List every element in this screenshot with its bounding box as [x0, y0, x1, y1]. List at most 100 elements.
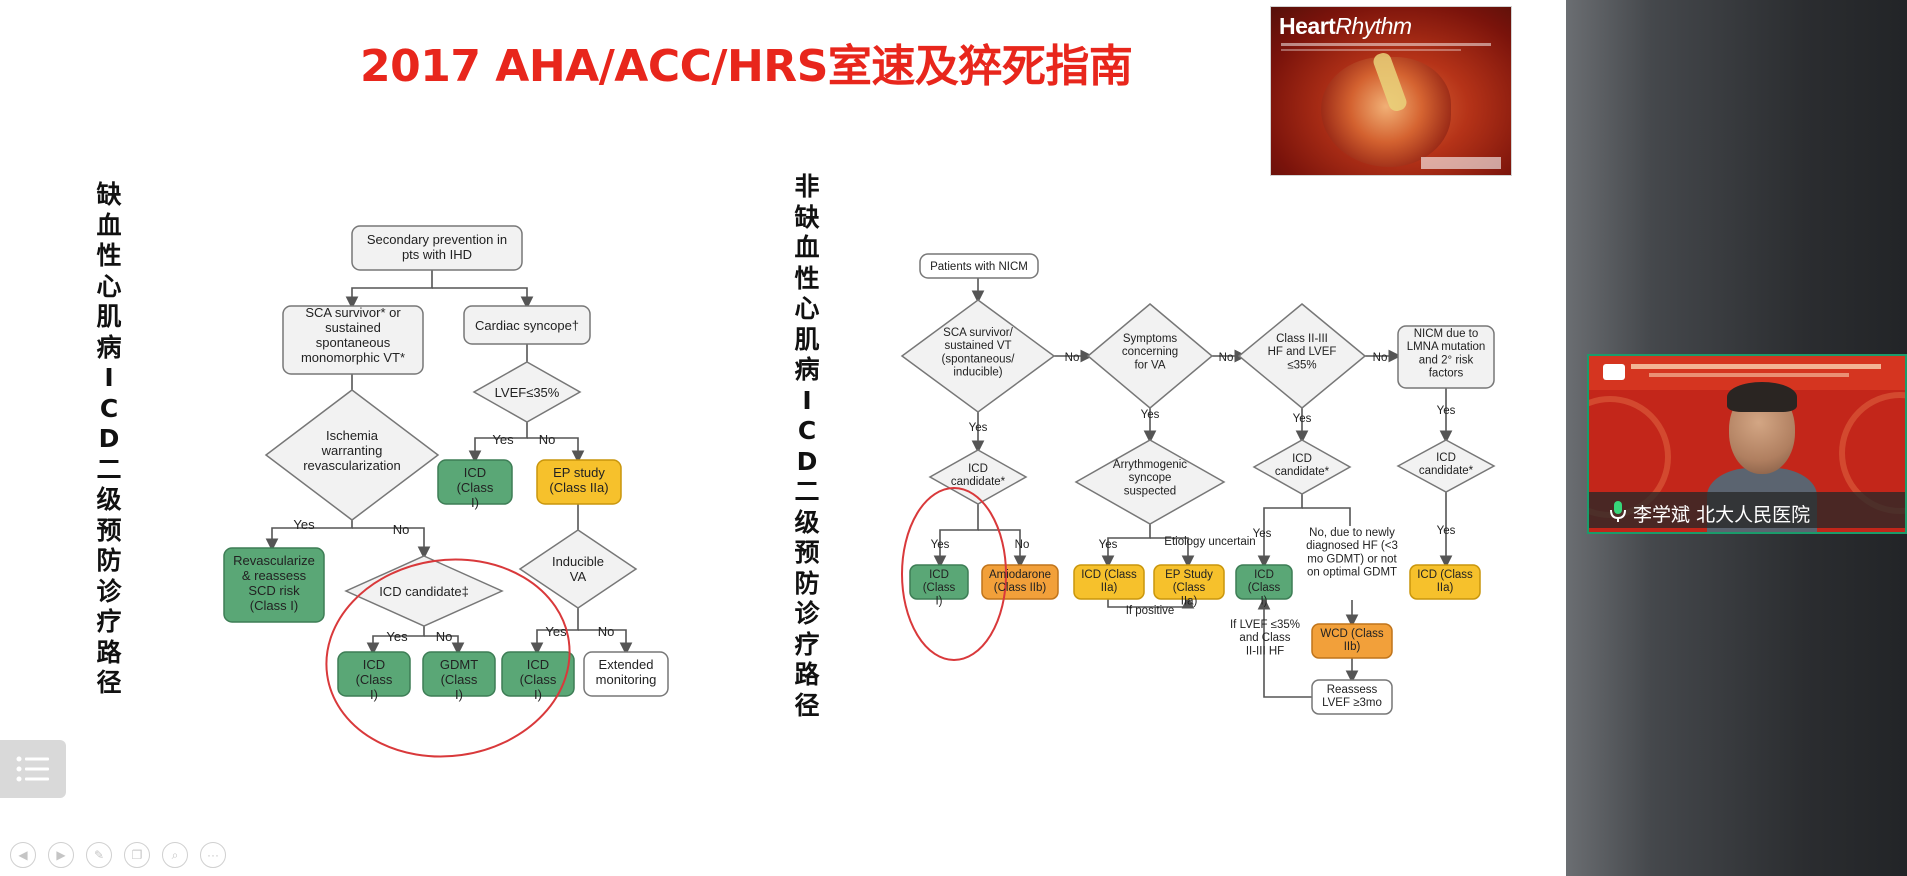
next-slide-icon[interactable]: ▶ [48, 842, 74, 868]
node-class23-diamond [1237, 303, 1367, 409]
svg-text:No: No [1219, 352, 1234, 364]
node-icd-class1-r1 [909, 564, 969, 600]
speaker-name-bar [1589, 492, 1905, 528]
svg-text:Yes: Yes [1437, 405, 1456, 417]
node-ep-study [536, 459, 622, 505]
node-cand3-diamond [1396, 439, 1496, 493]
speaker-name: 李学斌 北大人民医院 [1633, 504, 1811, 526]
node-wcd [1311, 623, 1393, 659]
node-extended-monitoring [583, 651, 669, 697]
right-flowchart [933, 278, 1453, 698]
node-cardiac-syncope [463, 305, 591, 345]
node-gdmt [422, 651, 496, 697]
svg-text:Yes: Yes [1099, 539, 1118, 551]
node-ischemia-diamond [264, 389, 440, 521]
svg-text:Etiology uncertain: Etiology uncertain [1164, 536, 1255, 548]
svg-text:Yes: Yes [969, 422, 988, 434]
svg-text:LVEF≤35%: LVEF≤35% [495, 385, 560, 400]
node-patients-nicm [919, 253, 1039, 279]
prev-slide-icon[interactable]: ◀ [10, 842, 36, 868]
svg-text:Yes: Yes [492, 432, 514, 447]
node-reassess [1311, 679, 1393, 715]
left-flowchart-nodes [223, 225, 669, 758]
svg-text:Cardiac syncope†: Cardiac syncope† [475, 318, 579, 333]
svg-text:Yes: Yes [545, 624, 567, 639]
copy-icon[interactable]: ❐ [124, 842, 150, 868]
node-sca-vt-diamond [900, 299, 1056, 413]
presentation-toolbar: ◀ ▶ ✎ ❐ ⌕ ··· [10, 842, 226, 868]
zoom-icon[interactable]: ⌕ [162, 842, 188, 868]
svg-text:Yes: Yes [1293, 413, 1312, 425]
svg-text:ICD candidate‡: ICD candidate‡ [379, 584, 469, 599]
svg-text:SCA survivor/sustained VT(spon: SCA survivor/sustained VT(spontaneous/in… [942, 327, 1016, 379]
journal-title: HeartRhythm [1279, 13, 1412, 39]
left-red-circle-annotation [325, 558, 571, 758]
svg-text:Patients with NICM: Patients with NICM [930, 261, 1028, 273]
slide-menu-button[interactable] [0, 740, 66, 798]
right-flowchart-text: Patients with NICM SCA survivor/sustaine… [923, 261, 1486, 709]
svg-text:Yes: Yes [386, 629, 408, 644]
node-inducible-diamond [518, 529, 638, 609]
heartrhythm-journal-cover: HeartRhythm [1271, 7, 1511, 175]
pen-icon[interactable]: ✎ [86, 842, 112, 868]
node-cand1-diamond [928, 449, 1028, 505]
node-icd-class2a-r2 [1409, 564, 1481, 600]
svg-text:No: No [1015, 539, 1030, 551]
svg-text:Yes: Yes [1141, 409, 1160, 421]
left-flowchart [265, 270, 633, 656]
node-revascularize [223, 547, 325, 623]
speaker-video-tile[interactable]: 李学斌 北大人民医院 [1587, 354, 1907, 534]
node-lvef-diamond [472, 361, 582, 423]
svg-text:Amiodarone(Class IIb): Amiodarone(Class IIb) [989, 569, 1051, 594]
node-ep-study-r [1153, 564, 1225, 600]
svg-text:Yes: Yes [293, 517, 315, 532]
more-icon[interactable]: ··· [200, 842, 226, 868]
node-lmna [1397, 325, 1495, 389]
node-icd-class1-a [437, 459, 513, 505]
slide-title: 2017 AHA/ACC/HRS室速及猝死指南 [360, 41, 1133, 92]
node-icd-class1-b [337, 651, 411, 697]
svg-text:No: No [539, 432, 556, 447]
svg-text:Yes: Yes [931, 539, 950, 551]
svg-text:EP study(Class IIa): EP study(Class IIa) [549, 465, 608, 495]
node-secondary-prevention [351, 225, 523, 271]
svg-text:Yes: Yes [1253, 528, 1272, 540]
node-icd-class2a-r [1073, 564, 1145, 600]
svg-text:If positive: If positive [1126, 605, 1175, 617]
right-red-circle-annotation [901, 487, 1007, 661]
node-cand2-diamond [1252, 439, 1352, 495]
node-sca-survivor [282, 305, 424, 375]
svg-text:No: No [436, 629, 453, 644]
node-icd-candidate-diamond [344, 555, 504, 627]
microphone-icon [1610, 501, 1626, 522]
node-arrhythmogenic-diamond [1074, 439, 1226, 525]
